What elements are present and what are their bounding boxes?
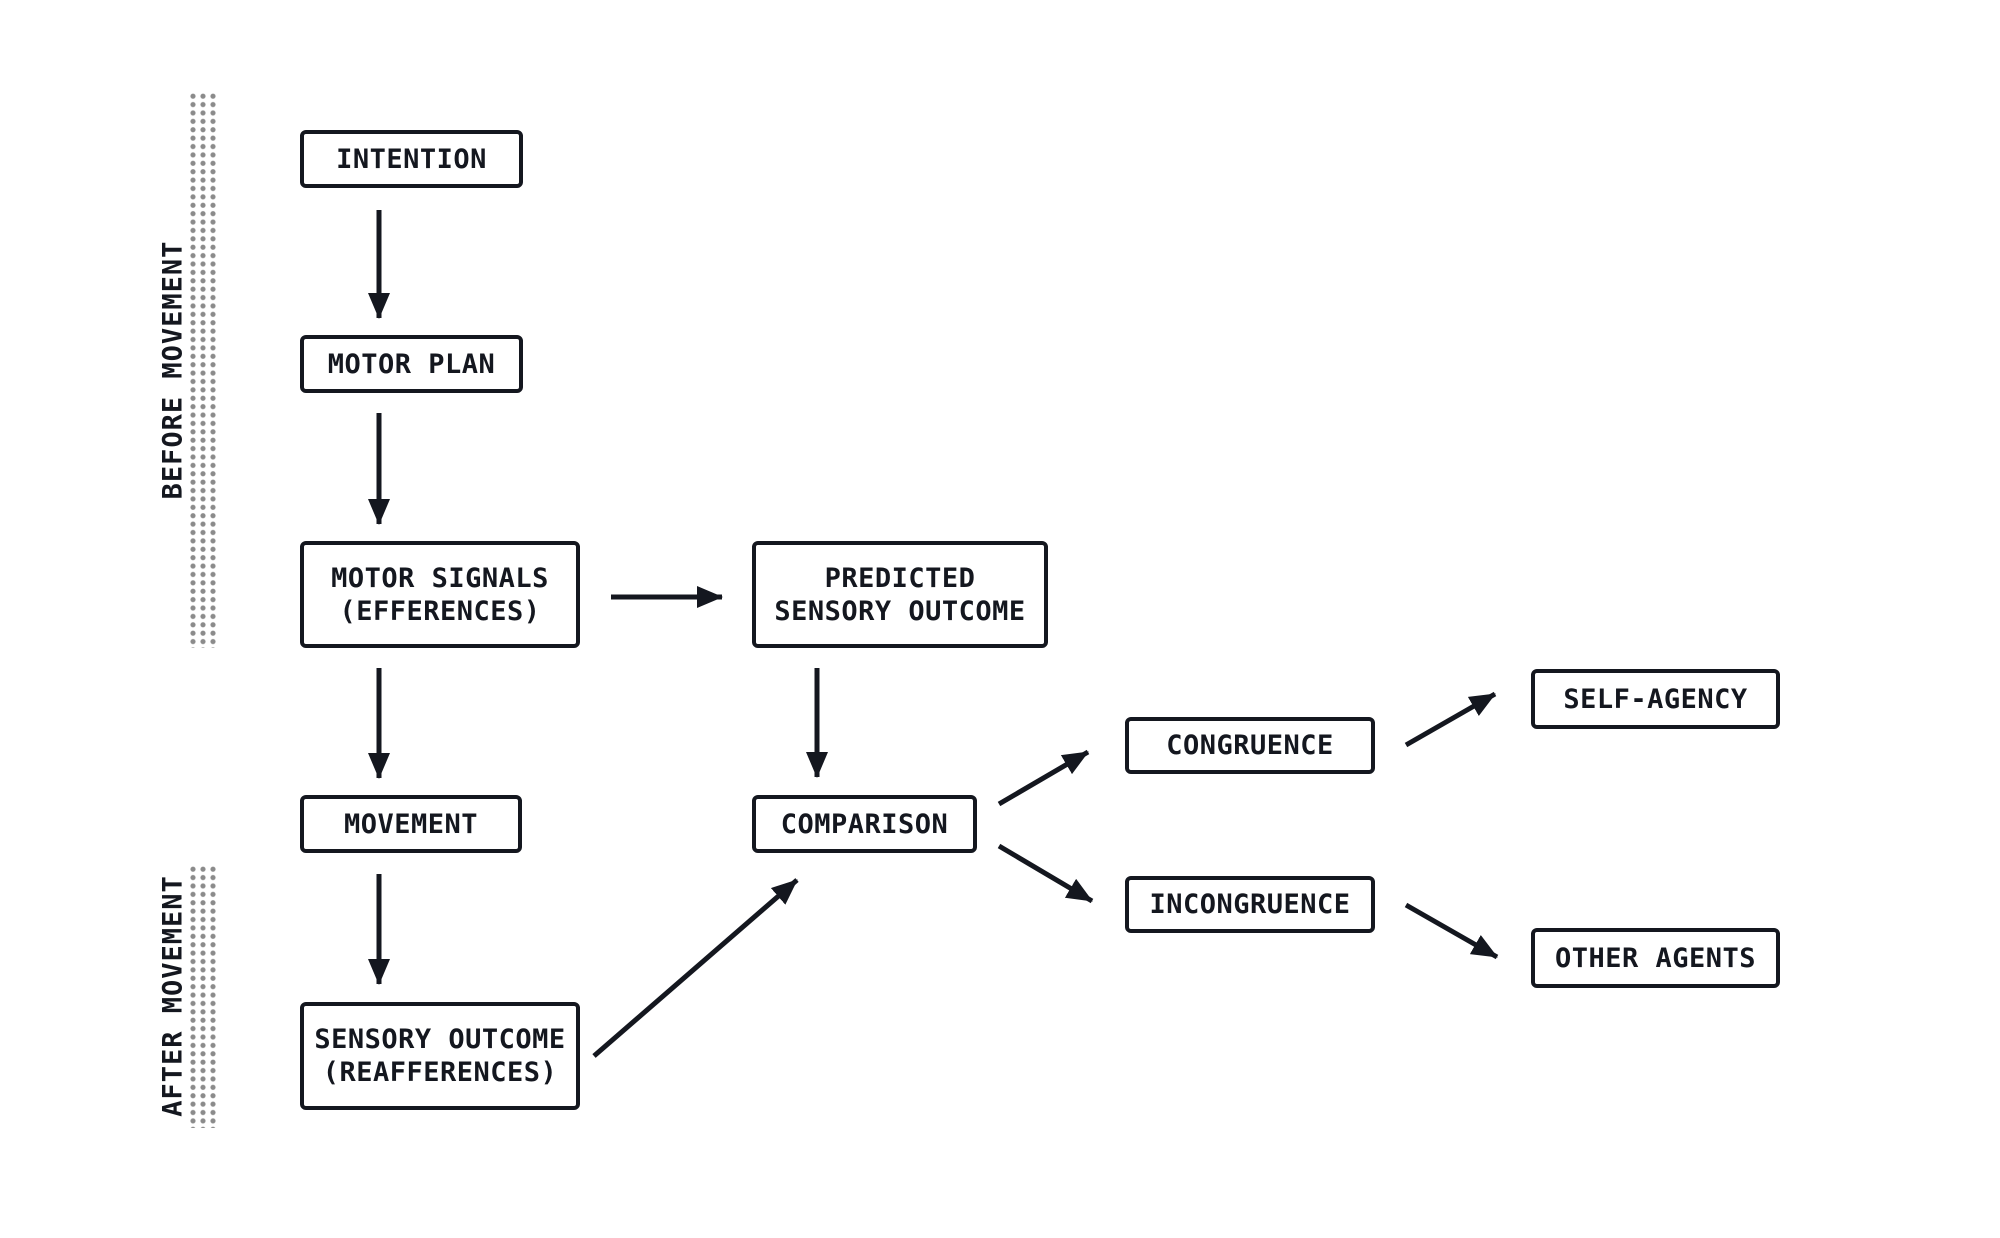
node-sensory-outcome: SENSORY OUTCOME (REAFFERENCES)	[300, 1002, 580, 1110]
node-congruence: CONGRUENCE	[1125, 717, 1375, 774]
node-predicted-sensory-outcome: PREDICTED SENSORY OUTCOME	[752, 541, 1048, 648]
node-incongruence: INCONGRUENCE	[1125, 876, 1375, 933]
node-self-agency: SELF-AGENCY	[1531, 669, 1780, 729]
node-movement: MOVEMENT	[300, 795, 522, 853]
node-predicted-line2: SENSORY OUTCOME	[774, 595, 1026, 627]
node-comparison-label: COMPARISON	[780, 808, 949, 840]
node-motor-plan: MOTOR PLAN	[300, 335, 523, 393]
node-other-agents-label: OTHER AGENTS	[1554, 942, 1757, 974]
node-sensory-outcome-line2: (REAFFERENCES)	[322, 1057, 558, 1088]
node-motor-signals: MOTOR SIGNALS (EFFERENCES)	[300, 541, 580, 648]
node-other-agents: OTHER AGENTS	[1531, 928, 1780, 988]
node-motor-signals-line1: MOTOR SIGNALS	[331, 562, 549, 594]
edge-comparison-congruence	[997, 749, 1090, 807]
edge-sensory-outcome-comparison	[592, 878, 799, 1058]
node-motor-signals-line2: (EFFERENCES)	[339, 595, 541, 627]
phase-label-after-movement: AFTER MOVEMENT	[157, 875, 189, 1117]
node-congruence-label: CONGRUENCE	[1166, 730, 1334, 761]
node-sensory-outcome-line1: SENSORY OUTCOME	[314, 1024, 566, 1055]
edge-incongruence-other-agents	[1404, 902, 1499, 960]
edge-congruence-self-agency	[1404, 691, 1497, 748]
node-movement-label: MOVEMENT	[343, 808, 479, 840]
edge-comparison-incongruence	[997, 843, 1094, 904]
node-intention-label: INTENTION	[336, 143, 487, 175]
dotted-strip-after-movement	[188, 865, 218, 1128]
node-comparison: COMPARISON	[752, 795, 977, 853]
node-incongruence-label: INCONGRUENCE	[1149, 889, 1351, 920]
node-motor-plan-label: MOTOR PLAN	[327, 348, 496, 380]
phase-label-before-movement: BEFORE MOVEMENT	[157, 240, 189, 500]
dotted-strip-before-movement	[188, 92, 218, 648]
node-predicted-line1: PREDICTED	[824, 562, 976, 594]
node-self-agency-label: SELF-AGENCY	[1563, 683, 1748, 715]
node-intention: INTENTION	[300, 130, 523, 188]
